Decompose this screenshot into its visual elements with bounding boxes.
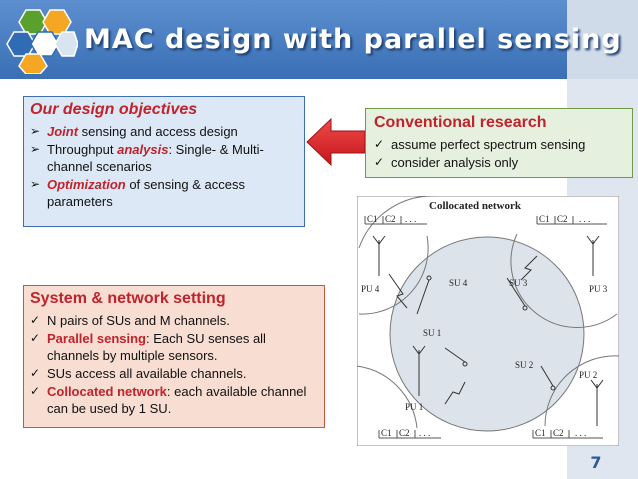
check-bullet-icon: ✓ <box>374 137 385 151</box>
check-bullet-icon: ✓ <box>374 155 385 169</box>
arrow-bullet-icon: ➢ <box>30 124 41 138</box>
network-circle <box>389 236 585 432</box>
channel-label: C2 <box>557 214 568 224</box>
hexagon-logo-icon <box>6 9 78 74</box>
channel-label: C1 <box>381 428 392 438</box>
check-bullet-icon: ✓ <box>30 313 41 327</box>
su-label: SU 4 <box>449 278 468 288</box>
page-number: 7 <box>590 453 602 472</box>
conventional-list: ✓ assume perfect spectrum sensing ✓ cons… <box>374 136 624 171</box>
conventional-research-box: Conventional research ✓ assume perfect s… <box>365 108 633 178</box>
channel-label: C2 <box>399 428 410 438</box>
pu-range-arc <box>358 235 429 315</box>
figure-title: Collocated network <box>429 200 522 212</box>
channel-label: . . . <box>575 428 586 438</box>
system-setting-box: System & network setting ✓ N pairs of SU… <box>23 285 325 428</box>
system-text: SUs access all available channels. <box>47 366 247 381</box>
channel-label: . . . <box>579 214 590 224</box>
header-band <box>0 0 638 79</box>
su-links <box>388 255 556 405</box>
pu-range-arc <box>544 355 619 427</box>
pu-label: PU 3 <box>589 284 608 294</box>
design-objectives-box: Our design objectives ➢ Joint sensing an… <box>23 96 305 227</box>
objectives-heading: Our design objectives <box>30 101 198 118</box>
check-bullet-icon: ✓ <box>30 331 41 345</box>
objective-keyword: Joint <box>47 124 79 139</box>
system-keyword: Collocated network <box>47 384 167 399</box>
objective-lead: Throughput <box>47 142 118 157</box>
system-list: ✓ N pairs of SUs and M channels. ✓ Paral… <box>30 312 318 417</box>
su-label: SU 2 <box>515 360 533 370</box>
list-item: ✓ N pairs of SUs and M channels. <box>30 312 318 329</box>
list-item: ➢ Optimization of sensing & access param… <box>30 176 298 210</box>
pu-label: PU 1 <box>405 402 423 412</box>
channel-labels-top-right: C1 C2 . . . <box>536 214 607 225</box>
objective-keyword: analysis <box>117 142 169 157</box>
slide-title: MAC design with parallel sensing <box>84 24 622 55</box>
objective-keyword: Optimization <box>47 177 126 192</box>
check-bullet-icon: ✓ <box>30 384 41 398</box>
list-item: ➢ Joint sensing and access design <box>30 123 298 140</box>
system-keyword: Parallel sensing <box>47 331 146 346</box>
arrow-bullet-icon: ➢ <box>30 142 41 156</box>
check-bullet-icon: ✓ <box>30 366 41 380</box>
channel-label: C1 <box>535 428 546 438</box>
objective-text: of sensing & access parameters <box>47 177 245 209</box>
list-item: ➢ Throughput analysis: Single- & Multi-c… <box>30 141 298 175</box>
collocated-network-diagram: Collocated network C1 C2 . . . C1 C2 . .… <box>357 196 619 446</box>
channel-label: C1 <box>539 214 550 224</box>
objective-text: sensing and access design <box>78 124 238 139</box>
header-accent-block <box>567 0 638 79</box>
su-label: SU 1 <box>423 328 441 338</box>
system-heading: System & network setting <box>30 290 226 307</box>
list-item: ✓ SUs access all available channels. <box>30 365 318 382</box>
conventional-text: consider analysis only <box>391 155 519 170</box>
arrow-bullet-icon: ➢ <box>30 177 41 191</box>
objectives-list: ➢ Joint sensing and access design ➢ Thro… <box>30 123 298 210</box>
pu-range-arc <box>357 365 418 429</box>
pu-label: PU 4 <box>361 284 380 294</box>
system-text: N pairs of SUs and M channels. <box>47 313 230 328</box>
system-text: : Each SU senses all channels by multipl… <box>47 331 266 363</box>
objective-text: : Single- & Multi-channel scenarios <box>47 142 264 174</box>
left-arrow-icon <box>306 117 366 167</box>
channel-label: . . . <box>419 428 430 438</box>
channel-label: . . . <box>405 214 416 224</box>
pu-label: PU 2 <box>579 370 597 380</box>
conventional-text: assume perfect spectrum sensing <box>391 137 586 152</box>
list-item: ✓ assume perfect spectrum sensing <box>374 136 624 153</box>
channel-label: C2 <box>553 428 564 438</box>
su-label: SU 3 <box>509 278 528 288</box>
list-item: ✓ consider analysis only <box>374 154 624 171</box>
conventional-heading: Conventional research <box>374 114 547 131</box>
channel-labels-top-left: C1 C2 . . . <box>364 214 427 225</box>
channel-label: C2 <box>385 214 396 224</box>
channel-labels-bottom-right: C1 C2 . . . <box>532 428 603 439</box>
pu-range-arc <box>510 233 618 328</box>
list-item: ✓ Parallel sensing: Each SU senses all c… <box>30 330 318 364</box>
list-item: ✓ Collocated network: each available cha… <box>30 383 318 417</box>
system-text: : each available channel can be used by … <box>47 384 307 416</box>
antenna-icon <box>372 235 604 426</box>
channel-label: C1 <box>367 214 378 224</box>
channel-labels-bottom-left: C1 C2 . . . <box>378 428 441 439</box>
